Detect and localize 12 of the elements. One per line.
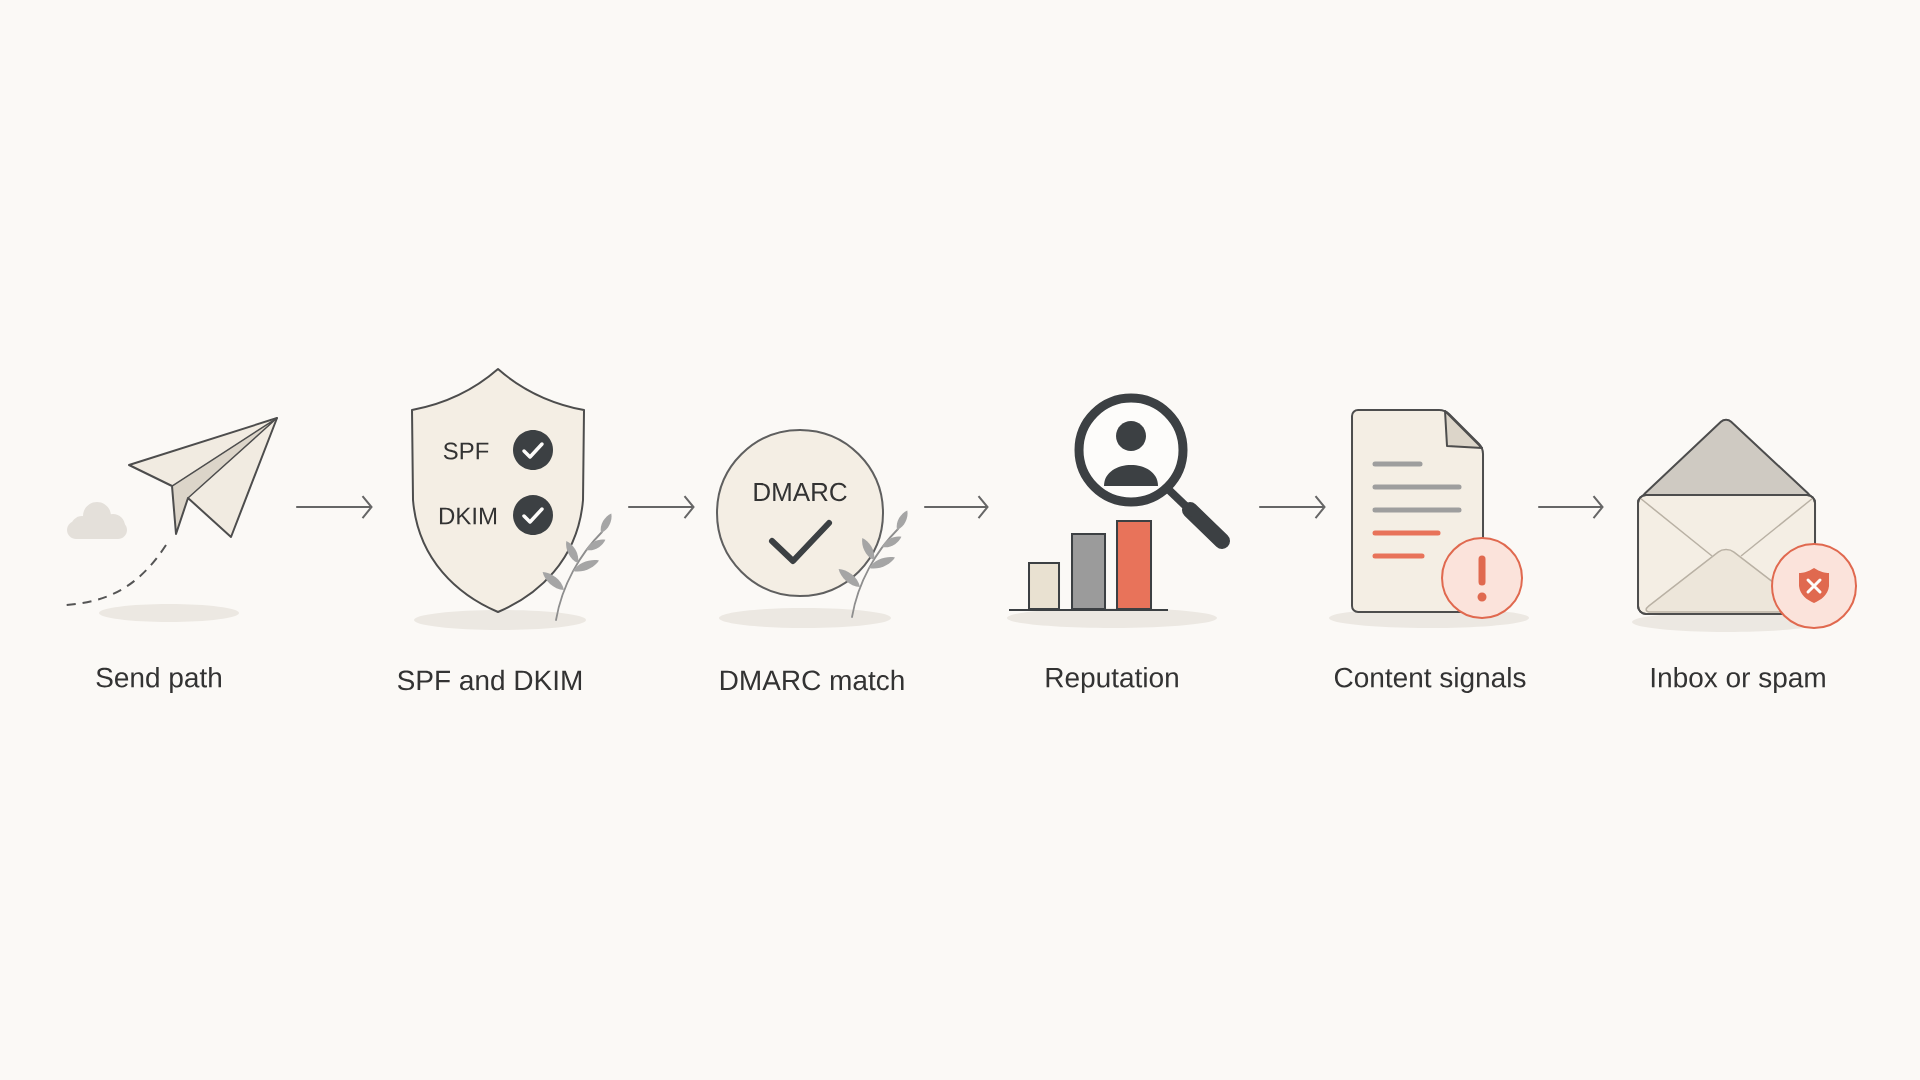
step-label: DMARC match: [720, 669, 904, 691]
paper-plane-picture: [65, 417, 278, 622]
arrow: [1258, 495, 1326, 519]
step-label: Inbox or spam: [1651, 666, 1825, 694]
arrow: [295, 495, 373, 519]
arrow: [627, 495, 695, 519]
step-label: Reputation: [1046, 666, 1178, 694]
arrow: [923, 495, 989, 519]
step-label: SPF and DKIM: [397, 669, 582, 691]
step-label: Send path: [96, 666, 221, 694]
step-label: Content signals: [1334, 666, 1526, 694]
arrow: [1537, 495, 1604, 519]
